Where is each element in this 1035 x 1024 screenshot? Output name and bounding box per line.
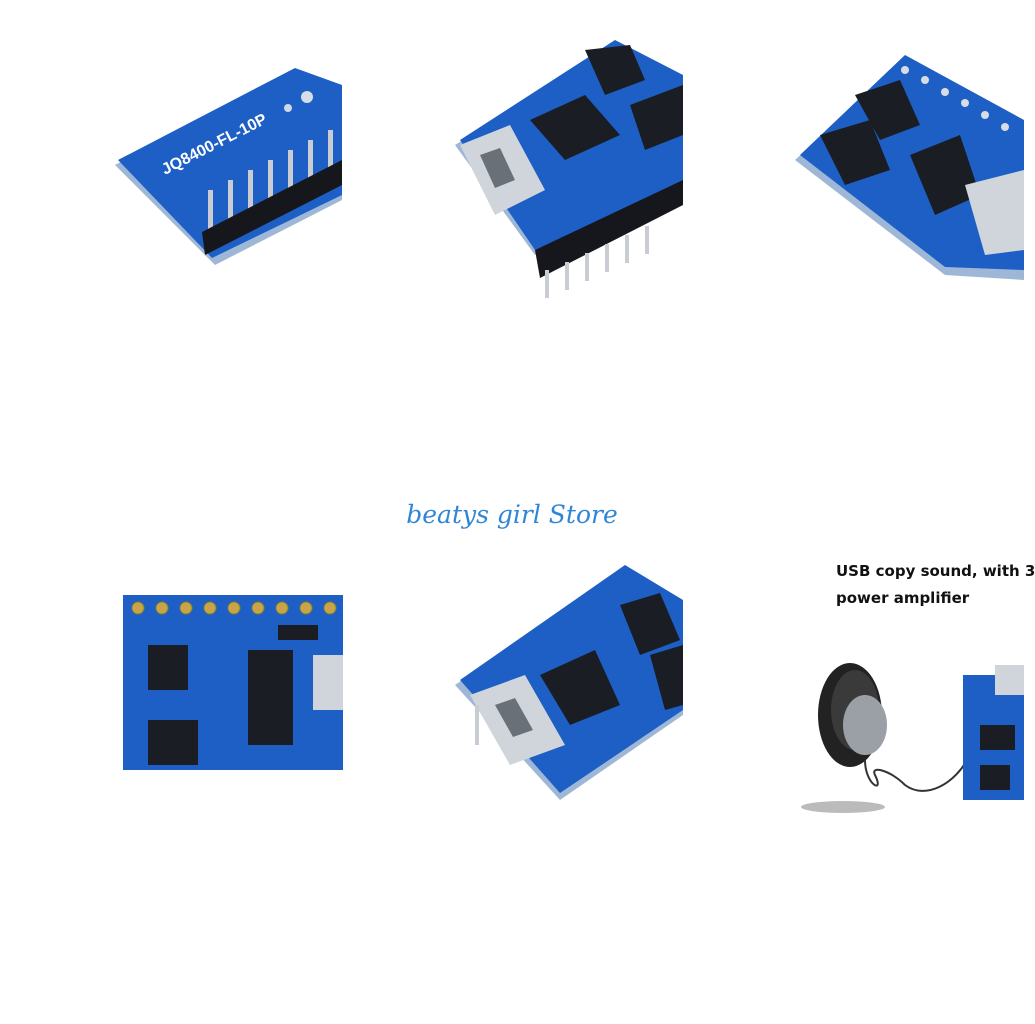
store-name: beatys girl Store [406,500,618,529]
product-photo-rear-angle [795,55,1024,285]
feature-caption: USB copy sound, with 3 power amplifier [836,558,1035,612]
product-photo-angled-usb [455,565,683,805]
caption-line-2: power amplifier [836,589,970,607]
product-photo-angled-label: JQ8400-FL-10P [110,60,342,275]
product-photo-top-view [118,590,343,775]
product-photo-usb-front [455,40,683,305]
caption-line-1: USB copy sound, with 3 [836,562,1035,580]
product-photo-speaker-demo [795,645,1024,825]
